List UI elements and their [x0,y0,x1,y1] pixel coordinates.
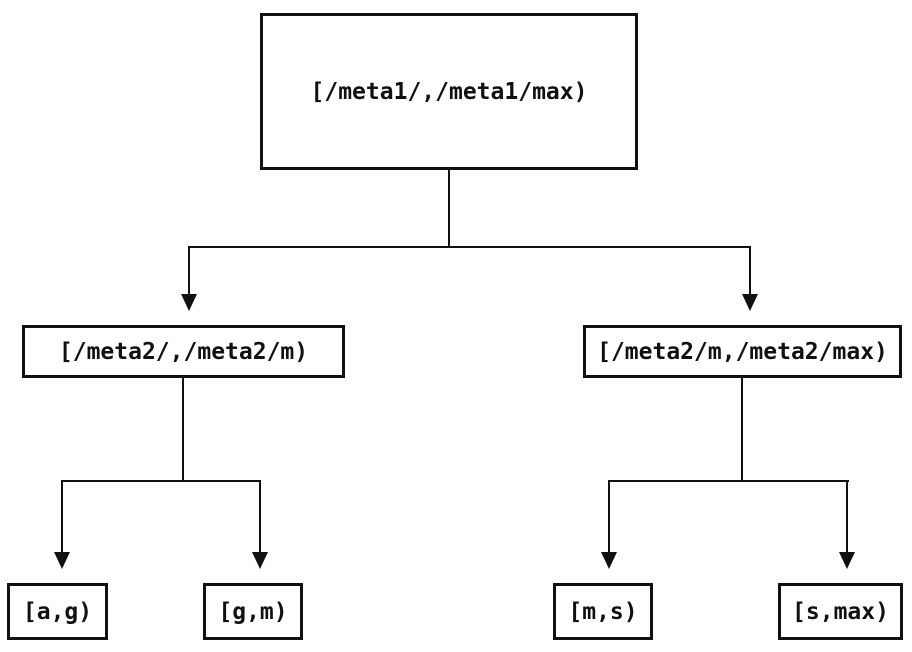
arrow-down-icon [54,552,70,569]
connector-right-crossbar [609,480,849,482]
connector-root-right-drop [749,246,751,294]
node-leaf-m-s: [m,s) [553,583,653,640]
node-leaf-a-g: [a,g) [7,583,108,640]
arrow-down-icon [181,294,197,311]
arrow-down-icon [742,294,758,311]
arrow-down-icon [601,552,617,569]
node-meta2-left-interval: [/meta2/,/meta2/m) [22,325,345,378]
connector-root-left-drop [188,246,190,294]
node-root-interval: [/meta1/,/meta1/max) [260,13,638,170]
connector-left-crossbar [62,480,261,482]
connector-left-right-drop [259,480,261,552]
connector-root-crossbar [189,246,751,248]
connector-left-left-drop [61,480,63,552]
connector-right-right-drop [846,480,848,552]
connector-root-stem [448,170,450,248]
arrow-down-icon [839,552,855,569]
node-leaf-g-m: [g,m) [203,583,303,640]
connector-left-stem [182,378,184,482]
node-meta2-right-interval: [/meta2/m,/meta2/max) [583,325,902,378]
node-leaf-s-max: [s,max) [778,583,903,640]
arrow-down-icon [252,552,268,569]
connector-right-left-drop [608,480,610,552]
connector-right-stem [741,378,743,482]
